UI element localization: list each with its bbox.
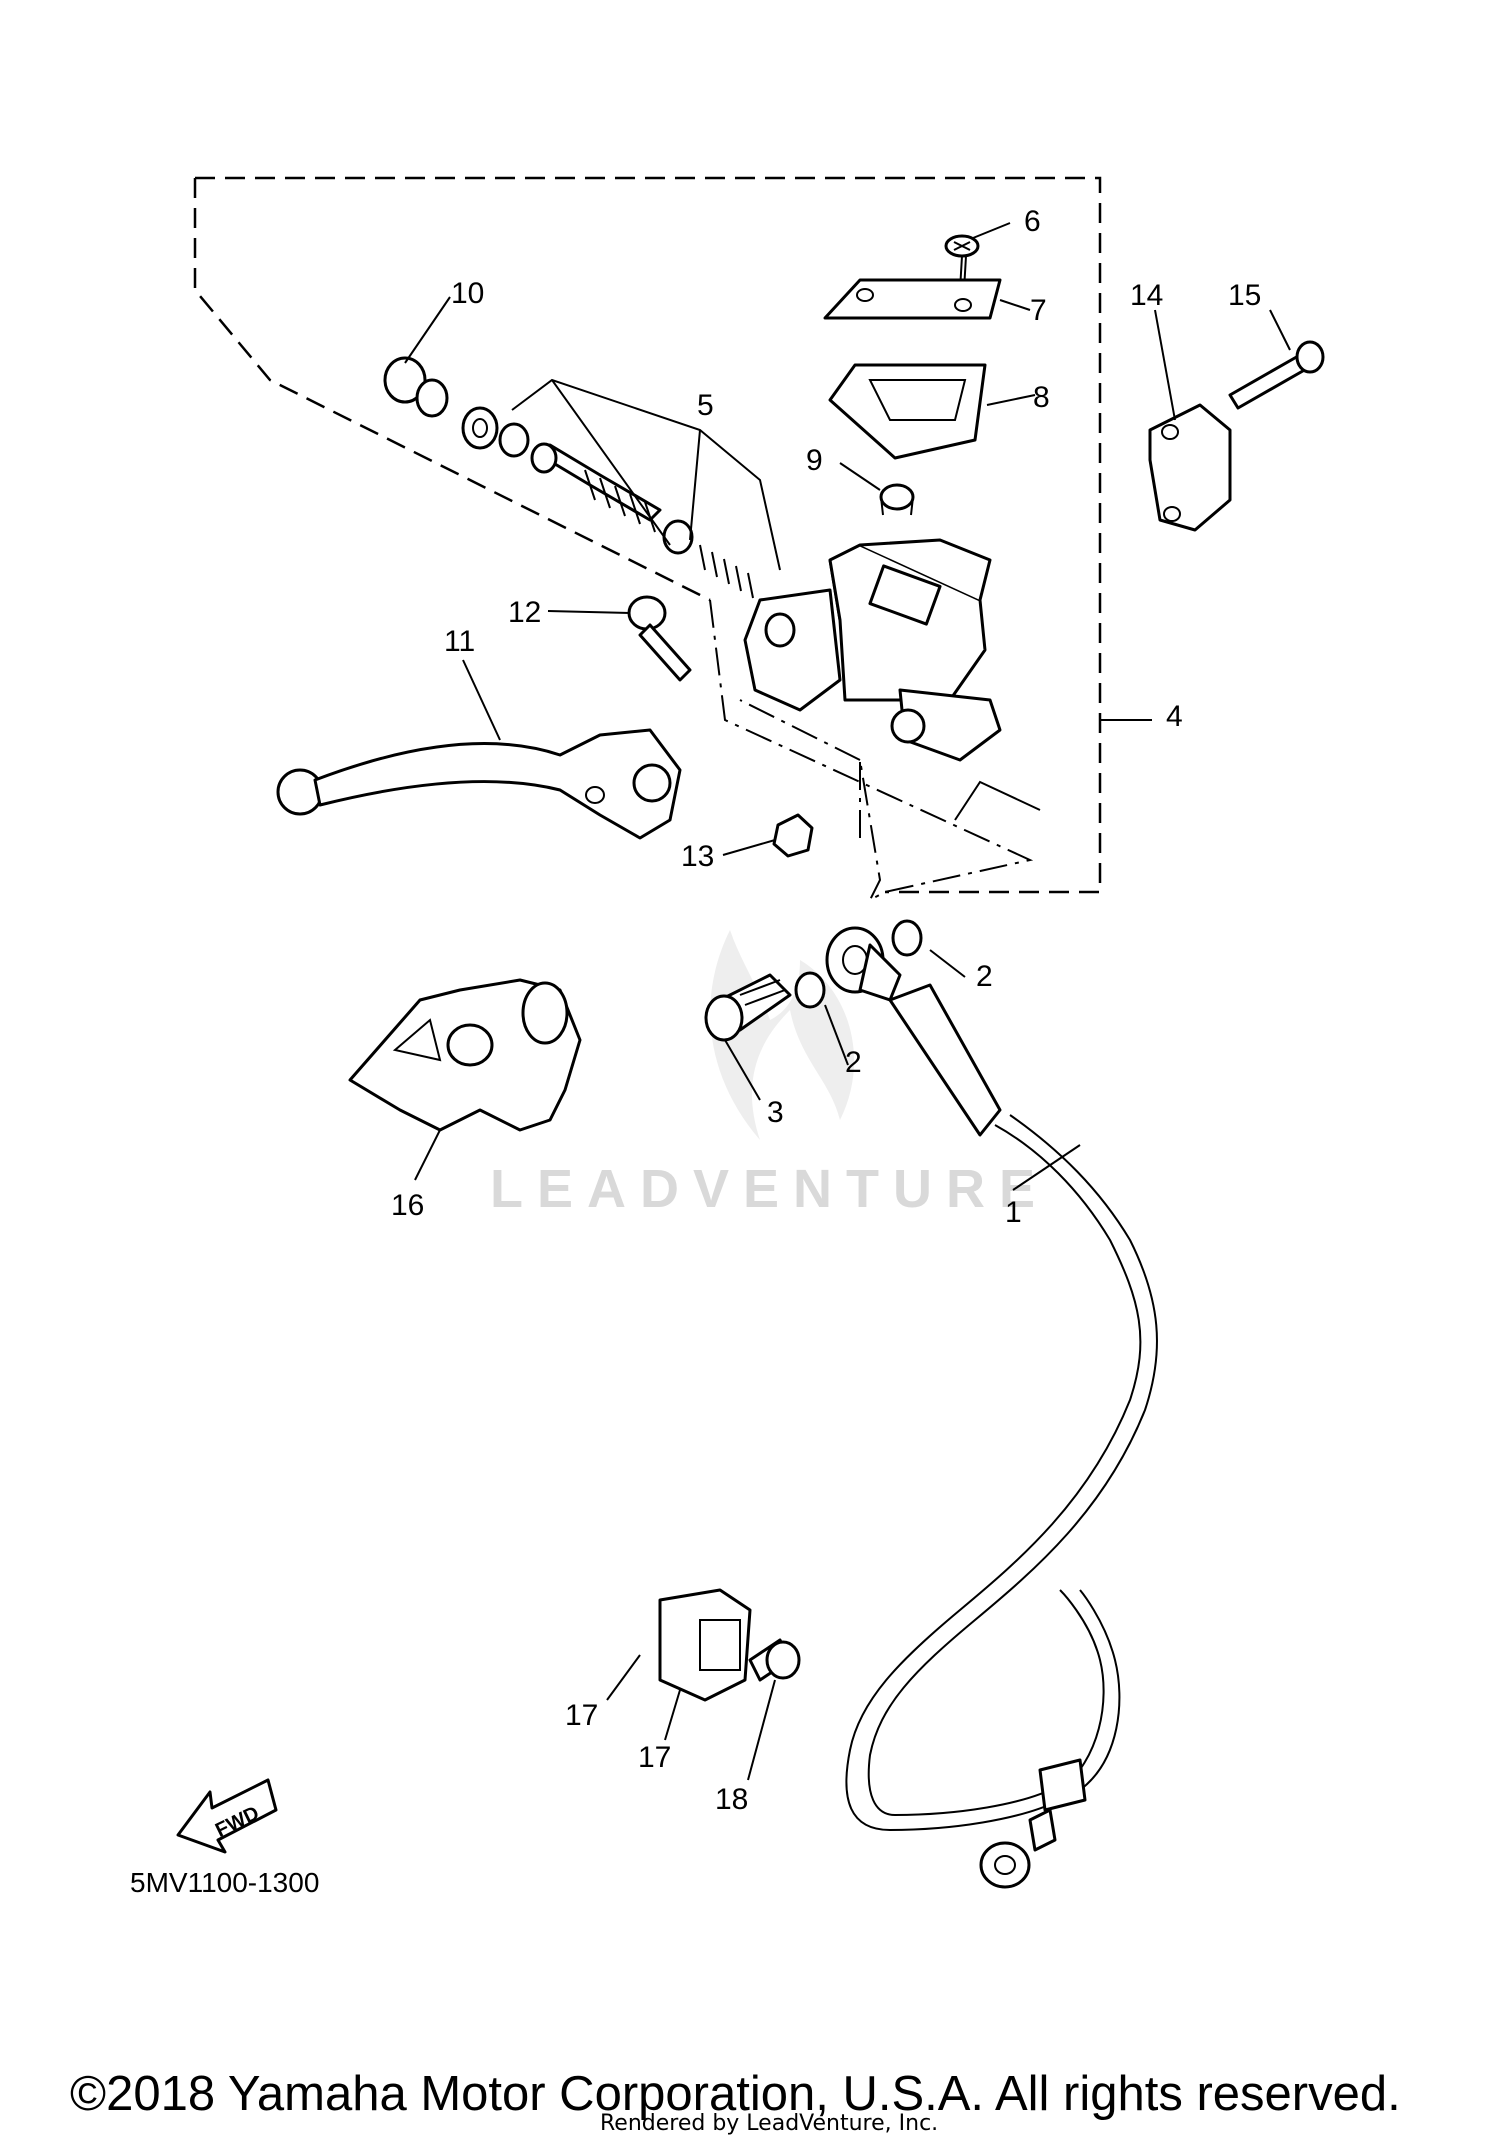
nut <box>772 813 814 858</box>
callout-12: 12 <box>508 596 541 629</box>
screw <box>944 234 980 291</box>
holder-bolt <box>1228 340 1325 410</box>
callout-11: 11 <box>444 625 475 658</box>
callout-7: 7 <box>1030 294 1047 327</box>
assembly-boundary <box>193 176 1152 903</box>
piston-kit <box>498 378 781 599</box>
callout-2: 2 <box>976 960 993 993</box>
callout-17b: 17 <box>638 1741 671 1774</box>
leader-lines <box>404 222 1291 1781</box>
clamp <box>658 1588 752 1702</box>
pivot-bolt <box>627 595 692 682</box>
callout-3: 3 <box>767 1096 784 1129</box>
callout-15: 15 <box>1228 279 1261 312</box>
callout-14: 14 <box>1130 279 1163 312</box>
lever-cover <box>348 978 582 1132</box>
clamp-bolt <box>748 1638 801 1682</box>
callout-9: 9 <box>806 444 823 477</box>
callout-17: 17 <box>565 1699 598 1732</box>
reservoir-cap <box>823 278 1002 320</box>
drawing-code: 5MV1100-1300 <box>130 1867 319 1898</box>
crush-washer <box>794 919 923 1009</box>
callout-6: 6 <box>1024 205 1041 238</box>
callout-5: 5 <box>697 389 714 422</box>
master-cylinder <box>743 538 1002 762</box>
union-bolt <box>704 973 792 1042</box>
brake-hose <box>825 926 1158 1889</box>
diaphragm <box>828 363 987 460</box>
rendered-by-text: Rendered by LeadVenture, Inc. <box>600 2111 938 2135</box>
holder <box>1148 403 1232 532</box>
copyright-text: ©2018 Yamaha Motor Corporation, U.S.A. A… <box>70 2067 1401 2121</box>
callout-8: 8 <box>1033 381 1050 414</box>
callout-16: 16 <box>391 1189 424 1222</box>
callout-4: 4 <box>1166 700 1183 733</box>
callout-18: 18 <box>715 1783 748 1816</box>
callout-labels: 1 2 2 3 4 5 6 7 8 9 10 11 12 13 14 15 16… <box>391 205 1261 1816</box>
callout-10: 10 <box>451 277 484 310</box>
callout-1: 1 <box>1005 1196 1022 1229</box>
watermark-text: LEADVENTURE <box>490 1159 1049 1219</box>
callout-13: 13 <box>681 840 714 873</box>
fwd-arrow: FWD <box>176 1778 278 1854</box>
dust-boot <box>383 356 499 450</box>
callout-2b: 2 <box>845 1046 862 1079</box>
damper <box>879 483 915 516</box>
brake-lever <box>276 728 682 840</box>
